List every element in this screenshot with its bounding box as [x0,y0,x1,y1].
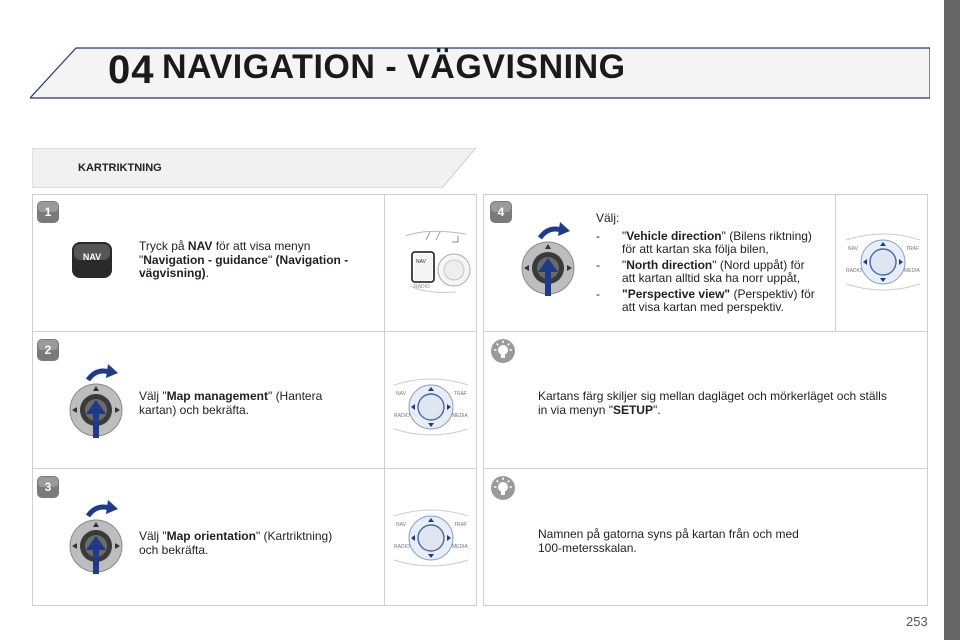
right-divider-2 [483,468,928,469]
tip-1-setup-menu: SETUP [612,402,653,417]
option-name: North direction [626,258,713,272]
chapter-number: 04 [108,48,155,92]
control-pad-image: NAV TRAF RADIO MEDIA [390,506,472,570]
step-3-number: 3 [44,480,52,494]
step-1-text-prefix: Tryck på [139,239,188,253]
header-frame [30,47,930,99]
pad-traf-label: TRAF [454,522,468,528]
section-title-box [32,148,476,188]
option-rest-line1: (Perspektiv) för [730,287,815,301]
tip-1-line1: Kartans färg skiljer sig mellan dagläget… [538,389,887,403]
lightbulb-tip-icon [490,338,516,364]
nav-button-label: NAV [82,252,102,262]
page-edge-bar [944,0,960,640]
option-rest-line1: " (Bilens riktning) [721,229,812,243]
option-name: "Perspective view" [622,287,731,301]
rotary-knob-rotate-push-icon [66,364,128,446]
pad-traf-label: TRAF [906,246,920,252]
step-3-text-suffix: " (Kartriktning) [255,529,333,543]
pad-media-label: MEDIA [904,268,920,274]
pad-radio-label: RADIO [394,413,410,419]
rotary-knob-rotate-push-icon [518,222,580,304]
step-2-menu-name: Map management [166,389,268,403]
right-divider-1 [483,331,928,332]
pad-nav-label: NAV [396,391,406,397]
step-1-text-mid: för att visa menyn [212,239,311,253]
option-quote-open: " [622,258,627,272]
step-1-text-end: . [205,266,210,280]
tip-map-colour: Kartans färg skiljer sig mellan dagläget… [538,389,923,417]
pad-nav-label: NAV [396,522,406,528]
option-rest-line2: att visa kartan med perspektiv. [622,300,784,314]
step-3-text-prefix: Välj " [139,529,167,543]
step-4-intro: Välj: [596,211,620,225]
pad-media-label: MEDIA [452,544,468,550]
tip-2-line2: 100-metersskalan. [538,540,637,555]
step-1-menu-translation-b: vägvisning) [139,266,206,280]
step-1-quote-close: " [267,252,273,267]
step-1-quote-open: " [139,252,144,267]
step-1-badge: 1 [36,200,60,224]
pad-radio-label: RADIO [846,268,862,274]
numbered-square-icon [37,339,59,361]
step-4-option-perspective-view: - "Perspective view" (Perspektiv) för at… [596,288,832,316]
step-2-text: Välj "Map management" (Hantera kartan) o… [139,389,379,417]
rotary-knob-rotate-push-icon [66,500,128,582]
right-image-column-divider [835,194,836,331]
section-title: KARTRIKTNING [78,162,162,174]
numbered-square-icon [490,201,512,223]
left-divider-1 [32,331,477,332]
step-3-menu-name: Map orientation [166,529,256,543]
control-pad-image: NAV TRAF RADIO MEDIA [390,375,472,439]
lightbulb-tip-icon [490,475,516,501]
step-1-menu-name: Navigation - guidance [143,252,268,267]
dashboard-nav-panel-image: NAV RADIO [396,222,472,302]
step-1-menu-translation-a: (Navigation - [272,252,349,267]
control-pad-image: NAV TRAF RADIO MEDIA [842,230,924,294]
step-3-text: Välj "Map orientation" (Kartriktning) oc… [139,529,379,557]
numbered-square-icon [37,476,59,498]
pad-radio-label: RADIO [394,544,410,550]
page-number: 253 [906,614,928,629]
step-4-option-vehicle-direction: - "Vehicle direction" (Bilens riktning) … [596,230,832,258]
bullet-dash: - [596,229,600,243]
step-2-text-suffix: " (Hantera [267,389,323,403]
bullet-dash: - [596,258,600,272]
step-4-number: 4 [497,205,505,219]
pad-nav-label: NAV [848,246,858,252]
step-2-number: 2 [44,343,52,357]
option-rest-line1: " (Nord uppåt) för [712,258,805,272]
step-2-badge: 2 [36,338,60,362]
option-rest-line2: att kartan alltid ska ha norr uppåt, [622,271,801,285]
step-1-nav-key: NAV [187,239,213,253]
tip-1-line2-suffix: ". [652,402,661,417]
step-1-number: 1 [44,205,52,219]
section-frame [32,148,476,188]
chapter-title: NAVIGATION - VÄGVISNING [162,48,626,86]
step-3-badge: 3 [36,475,60,499]
option-rest-line2: för att kartan ska följa bilen, [622,242,769,256]
option-quote-open: " [622,229,627,243]
option-name: Vehicle direction [626,229,722,243]
dashboard-radio-label: RADIO [414,284,430,290]
numbered-square-icon [37,201,59,223]
tip-1-line2-prefix: in via menyn " [538,402,613,417]
tip-2-line1: Namnen på gatorna syns på kartan från oc… [538,527,799,541]
step-3-text-line2: och bekräfta. [139,542,209,557]
pad-traf-label: TRAF [454,391,468,397]
dashboard-nav-label: NAV [416,259,426,265]
step-1-text: Tryck på NAV för att visa menyn "Navigat… [139,239,379,281]
pad-media-label: MEDIA [452,413,468,419]
bullet-dash: - [596,287,600,301]
tip-street-names: Namnen på gatorna syns på kartan från oc… [538,527,923,555]
chapter-header: 04 NAVIGATION - VÄGVISNING [30,46,930,102]
step-4-option-north-direction: - "North direction" (Nord uppåt) för att… [596,259,832,287]
left-divider-2 [32,468,477,469]
step-2-text-line2: kartan) och bekräfta. [139,402,250,417]
step-2-text-prefix: Välj " [139,389,167,403]
nav-button-icon: NAV [70,238,114,282]
step-4-badge: 4 [489,200,513,224]
left-image-column-divider [384,194,385,606]
